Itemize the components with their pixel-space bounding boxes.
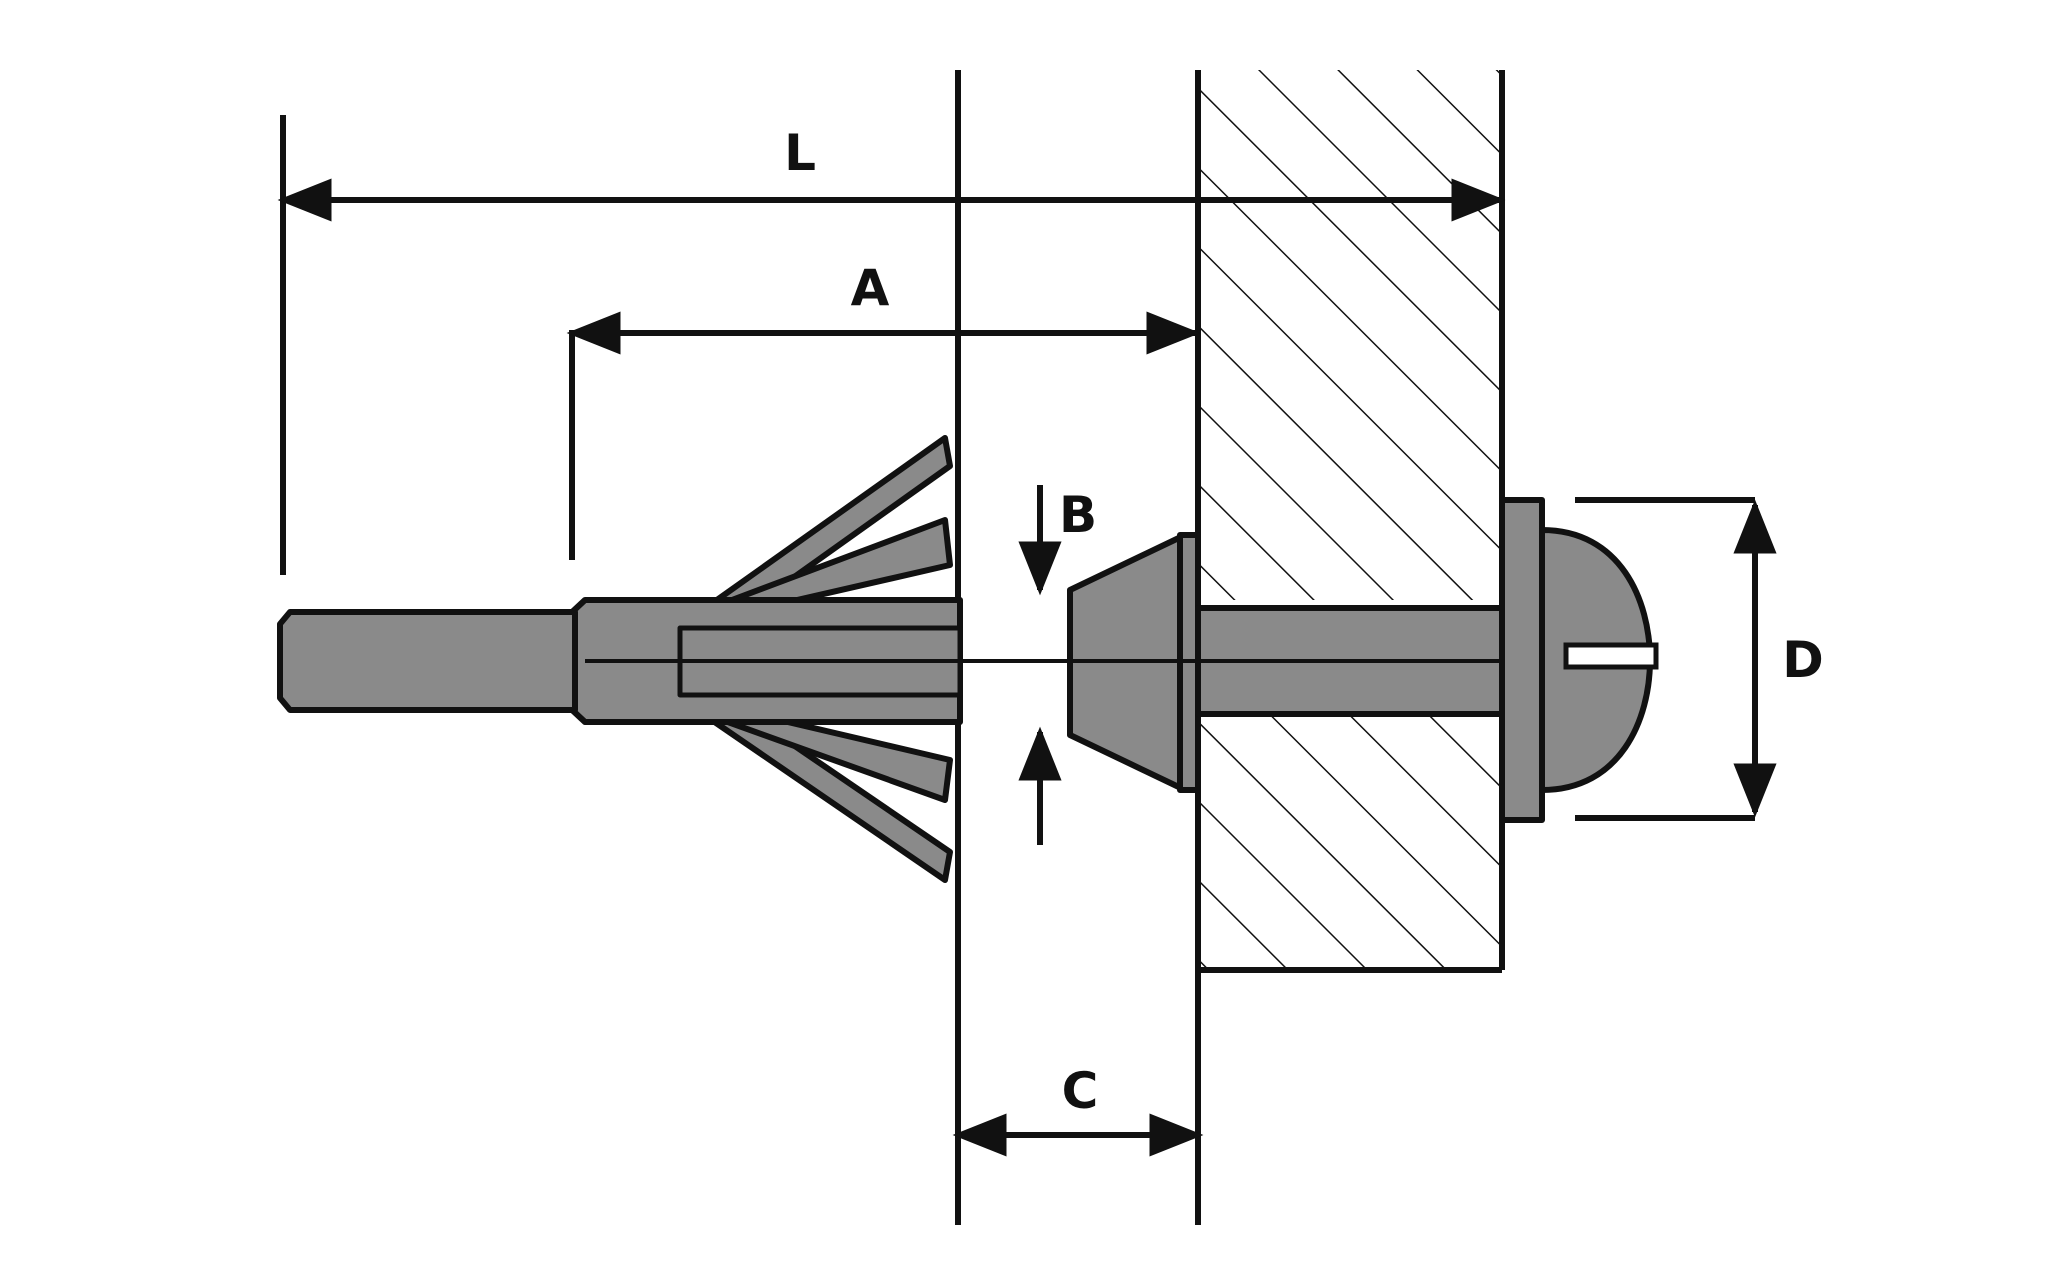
label-c: C (1062, 1062, 1099, 1120)
bolt-head-slot (1563, 642, 1659, 670)
label-a: A (851, 259, 890, 317)
bolt-shaft (277, 609, 578, 713)
bolt-washer (1499, 497, 1545, 823)
label-d: D (1782, 631, 1824, 689)
label-l: L (784, 124, 816, 182)
label-b: B (1059, 486, 1097, 544)
